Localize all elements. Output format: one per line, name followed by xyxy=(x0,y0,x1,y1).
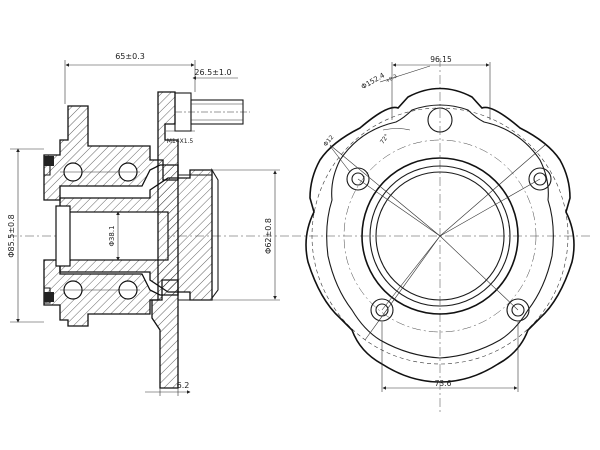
dim-bore: Φ38.1 xyxy=(108,225,116,246)
bearing-balls xyxy=(60,162,140,300)
seal-bottom xyxy=(44,292,54,302)
bolt-circle xyxy=(343,139,537,333)
bore-relief xyxy=(55,205,71,267)
bolt-hole-3 xyxy=(370,298,394,322)
dim-flange: 26.5±1.0 xyxy=(194,68,231,77)
flange-inner-contour xyxy=(326,104,554,359)
flange-outline xyxy=(305,87,575,383)
bolt-holes xyxy=(346,167,552,322)
hub-ring-inner xyxy=(375,171,505,301)
housing-bottom xyxy=(43,259,179,327)
seal-top xyxy=(44,156,54,166)
bolt-hole-1-inner xyxy=(351,172,365,186)
dim-width-total: 65±0.3 xyxy=(115,52,145,61)
bolt-hole-2 xyxy=(528,167,552,191)
center-bore xyxy=(65,211,169,261)
hub-ring-outer xyxy=(361,157,519,315)
top-pilot-hole xyxy=(427,107,453,133)
bolt-hole-4-inner xyxy=(511,303,525,317)
front-view: 96.15 Φ152.4 +0.3 Φ12 72° 73.6 xyxy=(292,55,590,412)
dim-bolt-circle-tol: +0.3 xyxy=(385,73,399,84)
dim-flange-thickness: 6.2 xyxy=(177,381,190,390)
side-section-view: 65±0.3 26.5±1.0 M14X1.5 Φ85.5±0.8 Φ38.1 … xyxy=(7,52,290,396)
pilot-cylinder xyxy=(178,168,219,301)
dim-bolt-span-bottom: 73.6 xyxy=(435,379,452,388)
bolt-hole-2-inner xyxy=(533,172,547,186)
dim-outer-bearing: Φ85.5±0.8 xyxy=(7,214,16,258)
hub-ring-mid xyxy=(369,165,511,307)
dim-thread: M14X1.5 xyxy=(167,138,194,145)
dim-pilot: Φ62±0.8 xyxy=(264,218,273,254)
dim-bolt-span-top: 96.15 xyxy=(430,55,452,64)
dim-angle: 72° xyxy=(379,133,391,146)
wheel-stud xyxy=(174,92,250,132)
bolt-hole-4 xyxy=(506,298,530,322)
